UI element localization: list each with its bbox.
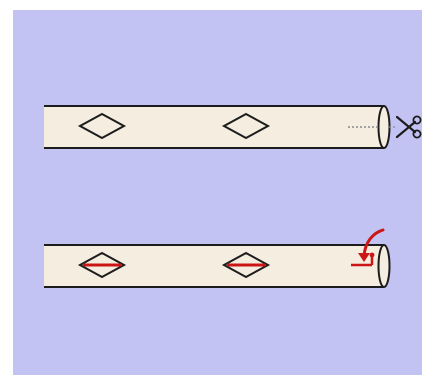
tube-top [44,106,396,148]
tube-top-body [44,106,384,148]
tube-bottom [44,245,390,287]
tube-top-end-cap [379,106,390,148]
tube-bottom-end-cap [379,245,390,287]
scissors-icon [397,116,421,137]
